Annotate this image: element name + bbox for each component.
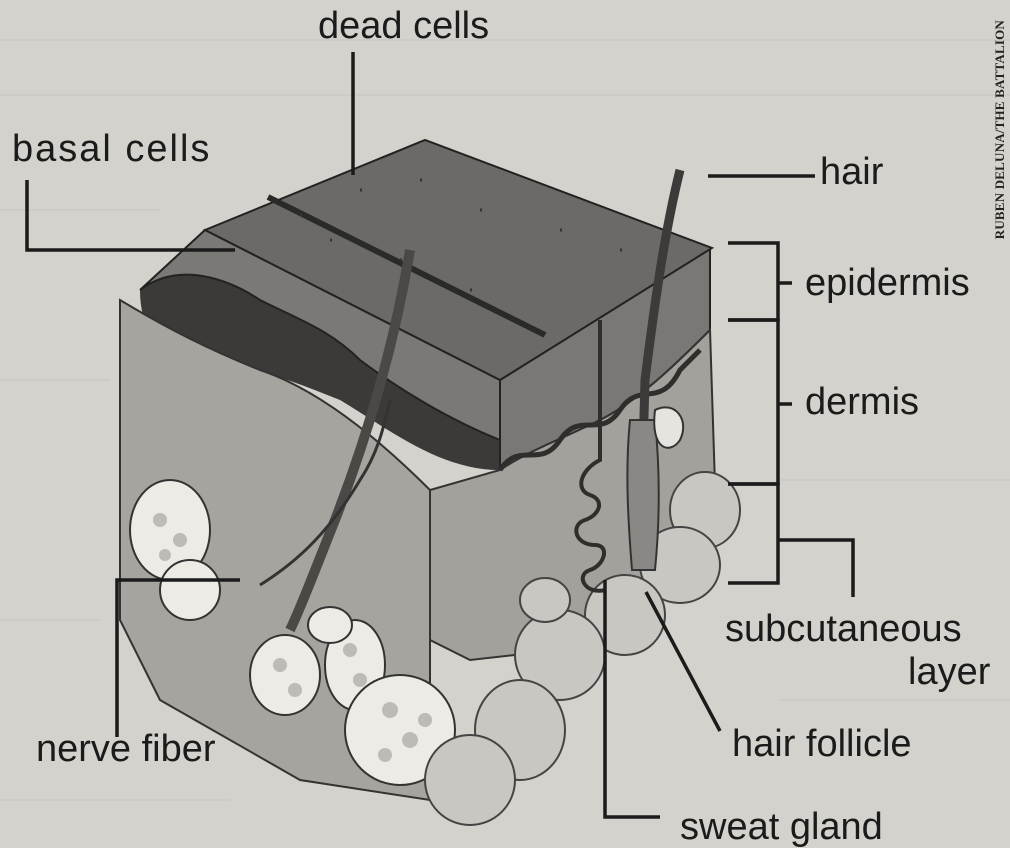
label-nerve-fiber: nerve fiber	[36, 730, 216, 768]
hair-follicle-sheath	[627, 420, 658, 570]
label-dead-cells: dead cells	[318, 7, 489, 45]
epidermis-bracket	[728, 243, 778, 320]
label-sweat-gland: sweat gland	[680, 808, 883, 846]
sebaceous-gland	[654, 407, 683, 447]
label-hair-follicle: hair follicle	[732, 725, 912, 763]
hair-follicle-leader	[646, 592, 720, 731]
label-dermis: dermis	[805, 383, 919, 421]
label-hair: hair	[820, 153, 883, 191]
label-epidermis: epidermis	[805, 264, 970, 302]
label-basal-cells: basal cells	[12, 130, 211, 168]
label-layer: layer	[908, 653, 990, 691]
subcutaneous-leader	[778, 540, 853, 597]
photo-credit: RUBEN DELUNA/THE BATTALION	[992, 20, 1008, 239]
dermis-bracket	[728, 320, 778, 484]
label-subcutaneous: subcutaneous	[725, 610, 962, 648]
